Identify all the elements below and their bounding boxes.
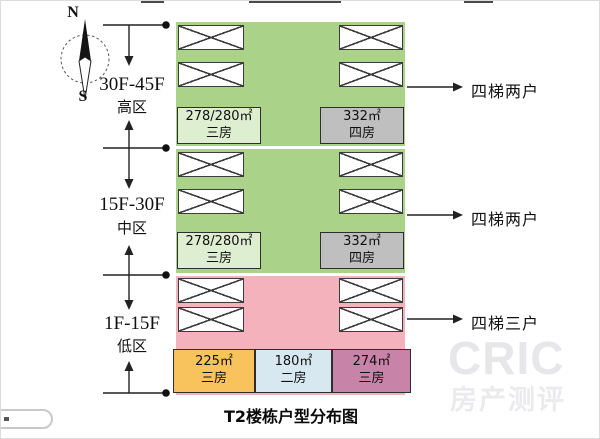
unit-label-225: 225㎡ 三房 bbox=[173, 349, 255, 393]
crossed-unit-box bbox=[178, 25, 244, 50]
unit-rooms: 三房 bbox=[205, 250, 232, 266]
pill-dot bbox=[4, 417, 9, 421]
block-high-zone: 278/280㎡ 三房 332㎡ 四房 bbox=[176, 22, 405, 146]
crossed-unit-box bbox=[178, 62, 244, 87]
unit-rooms: 三房 bbox=[200, 371, 227, 386]
unit-rooms: 二房 bbox=[280, 371, 307, 386]
unit-area: 274㎡ bbox=[352, 354, 391, 370]
unit-label-180: 180㎡ 二房 bbox=[255, 349, 332, 393]
block-mid-zone: 278/280㎡ 三房 332㎡ 四房 bbox=[176, 149, 405, 273]
unit-area: 278/280㎡ bbox=[185, 108, 253, 124]
unit-rooms: 三房 bbox=[358, 371, 385, 386]
crossed-unit-box bbox=[178, 152, 244, 177]
cutoff-mark bbox=[141, 1, 164, 3]
floor-range-high: 30F-45F bbox=[99, 74, 165, 95]
floor-range-low: 1F-15F bbox=[104, 313, 160, 334]
zone-name-high: 高区 bbox=[116, 98, 147, 116]
crossed-unit-box bbox=[178, 307, 244, 332]
unit-label-278-280-mid: 278/280㎡ 三房 bbox=[177, 232, 261, 269]
compass-north-label: N bbox=[67, 4, 79, 21]
compass-south-label: S bbox=[78, 88, 88, 105]
unit-label-332-high: 332㎡ 四房 bbox=[320, 107, 404, 144]
zone-name-mid: 中区 bbox=[116, 219, 147, 237]
cutoff-mark bbox=[249, 1, 341, 3]
floor-range-mid: 15F-30F bbox=[99, 194, 165, 215]
unit-area: 332㎡ bbox=[343, 108, 381, 124]
watermark-subtitle: 房产测评 bbox=[450, 385, 566, 416]
unit-rooms: 三房 bbox=[205, 125, 232, 141]
unit-area: 225㎡ bbox=[195, 354, 233, 370]
elevator-ratio-mid: 四梯两户 bbox=[471, 210, 540, 229]
partial-pill-control[interactable] bbox=[1, 409, 53, 429]
unit-label-278-280-high: 278/280㎡ 三房 bbox=[177, 107, 261, 144]
diagram-title: T2楼栋户型分布图 bbox=[223, 407, 359, 426]
block-low-zone: 225㎡ 三房 180㎡ 二房 274㎡ 三房 bbox=[173, 276, 411, 395]
unit-area: 180㎡ bbox=[274, 354, 313, 370]
crossed-unit-box bbox=[178, 189, 244, 214]
unit-rooms: 四房 bbox=[348, 250, 375, 266]
unit-label-332-mid: 332㎡ 四房 bbox=[320, 232, 404, 269]
elevator-ratio-high: 四梯两户 bbox=[471, 82, 540, 101]
crossed-unit-box bbox=[339, 25, 403, 50]
unit-label-274: 274㎡ 三房 bbox=[332, 349, 411, 393]
crossed-unit-box bbox=[339, 62, 403, 87]
crossed-unit-box bbox=[339, 189, 403, 214]
crossed-unit-box bbox=[178, 278, 244, 303]
crossed-unit-box bbox=[339, 278, 403, 303]
zone-name-low: 低区 bbox=[116, 337, 147, 355]
cutoff-mark bbox=[464, 1, 493, 3]
crossed-unit-box bbox=[339, 152, 403, 177]
elevator-ratio-low: 四梯三户 bbox=[471, 314, 540, 333]
unit-area: 278/280㎡ bbox=[185, 233, 253, 249]
compass-needle-icon bbox=[60, 19, 110, 100]
unit-area: 332㎡ bbox=[343, 233, 381, 249]
crossed-unit-box bbox=[339, 307, 403, 332]
unit-rooms: 四房 bbox=[348, 125, 375, 141]
watermark-cric: CRIC bbox=[448, 332, 565, 384]
